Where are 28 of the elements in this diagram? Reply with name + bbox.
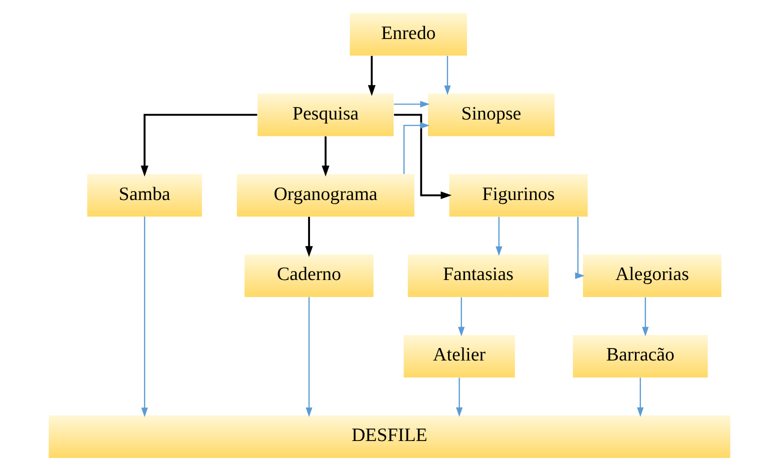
arrow [575,216,585,280]
node-box: Alegorias [582,254,722,298]
arrow [394,100,430,108]
arrow [394,114,452,200]
arrow [403,122,430,174]
node-box: Organograma [236,174,414,217]
arrow [141,216,148,418]
node-box: Caderno [244,254,374,298]
node-box: Enredo [350,13,467,56]
node-box: Barracão [572,334,708,378]
arrow [305,216,313,257]
node-box: Figurinos [449,174,588,217]
node-box: Pesquisa [258,94,394,136]
node-box: Sinopse [428,94,555,136]
arrow [642,297,649,336]
node-box: Samba [87,174,202,217]
arrow [637,378,644,417]
arrow [444,56,451,95]
node-box: Atelier [404,334,515,378]
node-box: DESFILE [48,415,730,458]
arrow [456,378,463,417]
arrow [140,114,258,177]
arrow [306,297,312,417]
arrow [322,136,330,177]
arrow [368,56,376,96]
node-box: Fantasias [408,254,549,298]
arrow [458,297,465,336]
arrow [496,216,502,256]
